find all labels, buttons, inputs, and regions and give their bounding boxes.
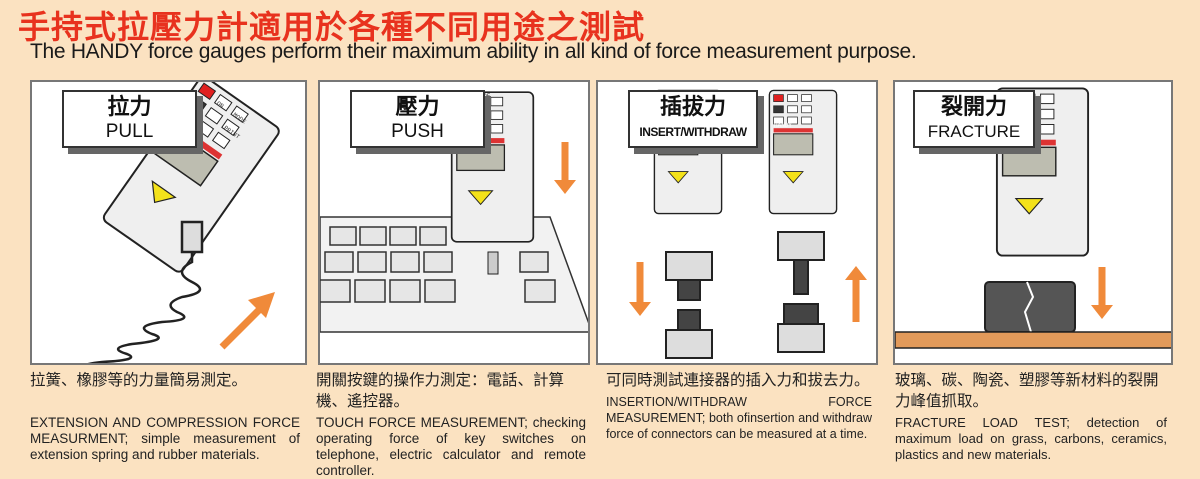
push-label-en: PUSH xyxy=(391,121,444,142)
insert-withdraw-label-zh: 插拔力 xyxy=(659,95,726,120)
insert-withdraw-desc-en: INSERTION/WITHDRAW FORCE MEASUREMENT; bo… xyxy=(606,395,872,441)
fracture-desc-zh: 玻璃、碳、陶瓷、塑膠等新材料的裂開力峰值抓取。 xyxy=(895,371,1159,410)
fracture-label-en: FRACTURE xyxy=(927,122,1021,141)
push-label: 壓力 PUSH xyxy=(350,90,485,148)
push-description: 開關按鍵的操作力測定：電話、計算機、遙控器。 TOUCH FORCE MEASU… xyxy=(316,370,586,479)
push-illustration: MODE HANDY xyxy=(320,91,588,333)
pull-panel: ON MODE PRINT HANDY 拉力 PULL xyxy=(30,80,307,365)
pull-label: 拉力 PULL xyxy=(62,90,197,148)
insert-withdraw-desc-zh: 可同時測試連接器的插入力和拔去力。 xyxy=(606,371,870,389)
pull-label-zh: 拉力 xyxy=(107,95,152,120)
pull-desc-en: EXTENSION AND COMPRESSION FORCE MEASURME… xyxy=(30,415,300,462)
push-panel: MODE HANDY 壓力 PUSH xyxy=(318,80,590,365)
pull-label-en: PULL xyxy=(105,121,154,142)
insert-withdraw-illustration: HANDY HANDY xyxy=(629,89,867,359)
fracture-label-zh: 裂開力 xyxy=(940,95,1007,120)
push-label-zh: 壓力 xyxy=(395,95,440,120)
push-desc-zh: 開關按鍵的操作力測定：電話、計算機、遙控器。 xyxy=(316,371,565,410)
withdraw-brand-text: HANDY xyxy=(774,122,792,129)
insert-withdraw-label-en: INSERT/WITHDRAW xyxy=(639,125,747,139)
fracture-illustration: HANDY xyxy=(895,87,1171,349)
push-desc-en: TOUCH FORCE MEASUREMENT; checking operat… xyxy=(316,415,586,478)
pull-illustration: ON MODE PRINT HANDY xyxy=(87,82,283,363)
withdraw-arrow-icon xyxy=(845,266,867,322)
insert-withdraw-description: 可同時測試連接器的插入力和拔去力。 INSERTION/WITHDRAW FOR… xyxy=(606,370,872,442)
fracture-label: 裂開力 FRACTURE xyxy=(913,90,1035,148)
insert-withdraw-panel: HANDY HANDY 插拔力 INSERT/WITHDRAW xyxy=(596,80,878,365)
fracture-desc-en: FRACTURE LOAD TEST; detection of maximum… xyxy=(895,415,1167,462)
fracture-sample xyxy=(895,281,1171,349)
fracture-arrow-icon xyxy=(1091,267,1113,319)
pull-description: 拉簧、橡膠等的力量簡易測定。 EXTENSION AND COMPRESSION… xyxy=(30,370,300,463)
pull-desc-zh: 拉簧、橡膠等的力量簡易測定。 xyxy=(30,371,248,389)
fracture-panel: HANDY 裂開力 FRACTURE xyxy=(893,80,1173,365)
pull-spring xyxy=(87,220,204,363)
insert-arrow-icon xyxy=(629,262,651,316)
page-subtitle: The HANDY force gauges perform their max… xyxy=(30,40,917,63)
connector-fixtures xyxy=(665,231,825,359)
insert-withdraw-label: 插拔力 INSERT/WITHDRAW xyxy=(628,90,758,148)
pull-on-key-text: ON xyxy=(215,100,225,110)
page-title: 手持式拉壓力計適用於各種不同用途之測試 xyxy=(18,8,646,46)
fracture-description: 玻璃、碳、陶瓷、塑膠等新材料的裂開力峰值抓取。 FRACTURE LOAD TE… xyxy=(895,370,1167,463)
push-arrow-icon xyxy=(554,142,576,194)
pull-arrow-icon xyxy=(219,292,275,350)
withdraw-gauge: HANDY xyxy=(768,89,838,215)
